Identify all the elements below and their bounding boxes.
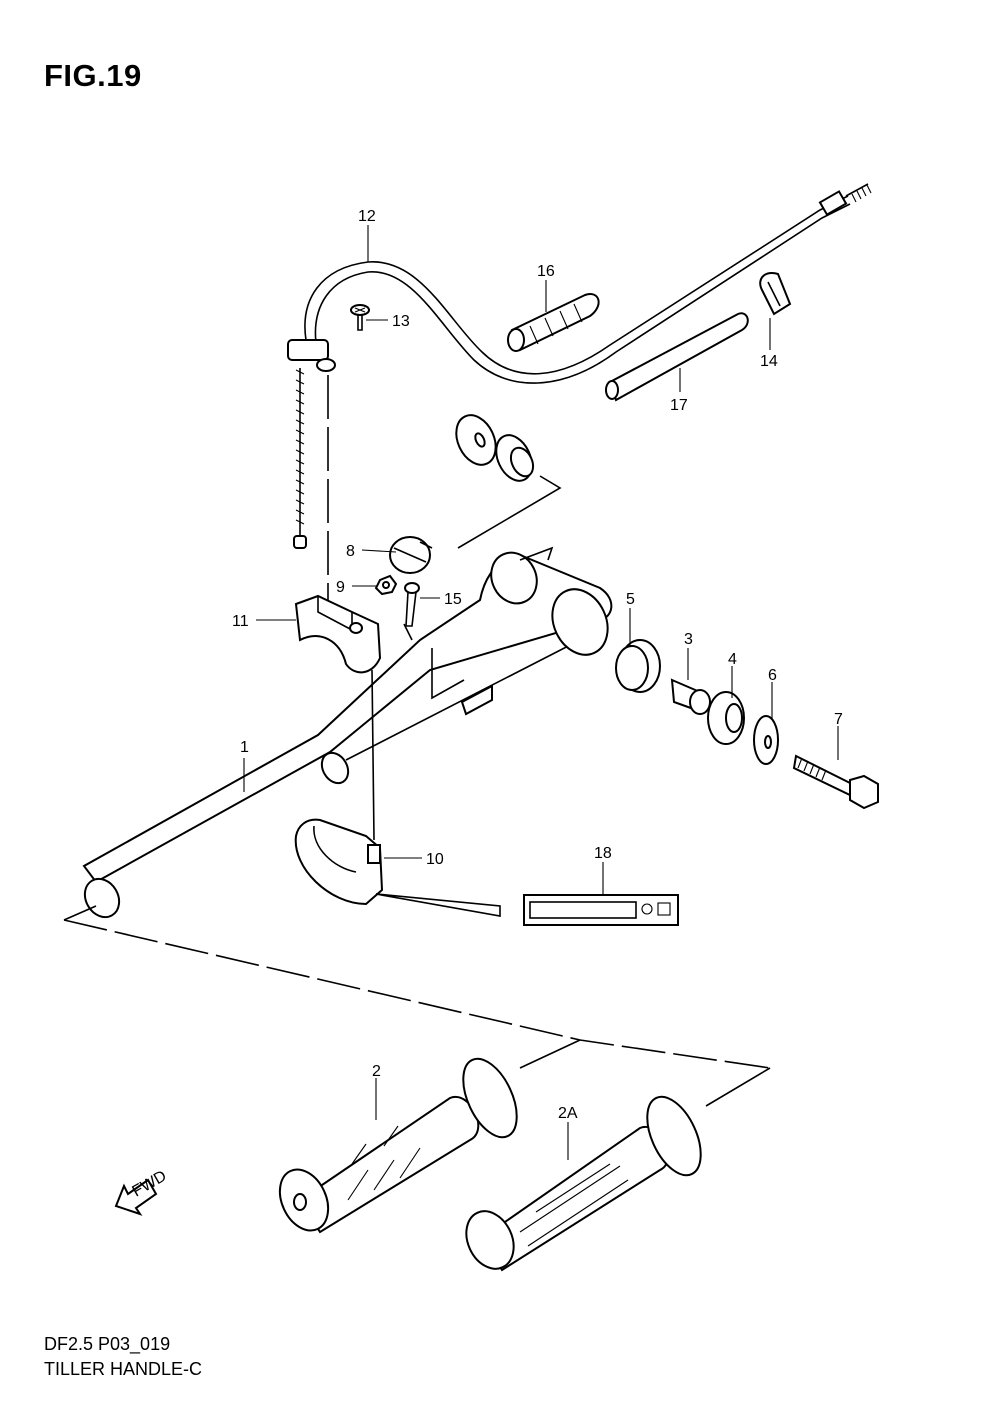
nut-9 bbox=[374, 574, 398, 596]
callout-numbers: 12 13 16 14 17 8 9 15 11 1 5 3 4 6 7 10 … bbox=[232, 208, 843, 1122]
callout-8: 8 bbox=[346, 543, 355, 560]
callout-4: 4 bbox=[728, 651, 737, 668]
screw-15 bbox=[404, 582, 420, 627]
tube-17 bbox=[605, 312, 749, 402]
tiller-handle-1 bbox=[82, 546, 613, 919]
leader-lines bbox=[243, 225, 839, 1160]
collar-3 bbox=[670, 678, 711, 715]
decal-18 bbox=[375, 893, 679, 926]
callout-14: 14 bbox=[760, 353, 778, 370]
callout-16: 16 bbox=[537, 263, 555, 280]
callout-2: 2 bbox=[372, 1063, 381, 1080]
throttle-stop-8 bbox=[389, 536, 433, 574]
callout-13: 13 bbox=[392, 313, 410, 330]
bracket-lower-10 bbox=[294, 818, 384, 906]
callout-11: 11 bbox=[232, 613, 249, 630]
callout-7: 7 bbox=[834, 711, 843, 728]
callout-17: 17 bbox=[670, 397, 688, 414]
bracket-upper-11 bbox=[294, 594, 382, 674]
callout-3: 3 bbox=[684, 631, 693, 648]
throttle-cable bbox=[287, 183, 872, 549]
pivot-washers bbox=[455, 414, 535, 482]
screw-13 bbox=[350, 304, 370, 331]
grip-2a bbox=[465, 1095, 702, 1272]
fwd-arrow-icon: FWD bbox=[114, 1168, 170, 1216]
grip-2 bbox=[278, 1057, 518, 1234]
drawing-name: TILLER HANDLE-C bbox=[44, 1359, 203, 1379]
callout-18: 18 bbox=[594, 845, 612, 862]
washer-6 bbox=[753, 715, 779, 765]
callout-6: 6 bbox=[768, 667, 777, 684]
callout-12: 12 bbox=[358, 208, 376, 225]
callout-2a: 2A bbox=[558, 1105, 578, 1122]
callout-15: 15 bbox=[444, 591, 462, 608]
clamp-14 bbox=[759, 272, 792, 316]
bolt-7 bbox=[792, 754, 879, 810]
washer-4 bbox=[707, 691, 745, 745]
drawing-code: DF2.5 P03_019 bbox=[44, 1334, 171, 1354]
callout-1: 1 bbox=[240, 739, 249, 756]
callout-9: 9 bbox=[336, 579, 345, 596]
grommet-16 bbox=[507, 293, 600, 352]
callout-10: 10 bbox=[426, 851, 444, 868]
figure-title: FIG.19 bbox=[44, 58, 142, 93]
callout-5: 5 bbox=[626, 591, 635, 608]
bushing-5 bbox=[615, 639, 661, 693]
reference-lines bbox=[63, 375, 771, 1107]
